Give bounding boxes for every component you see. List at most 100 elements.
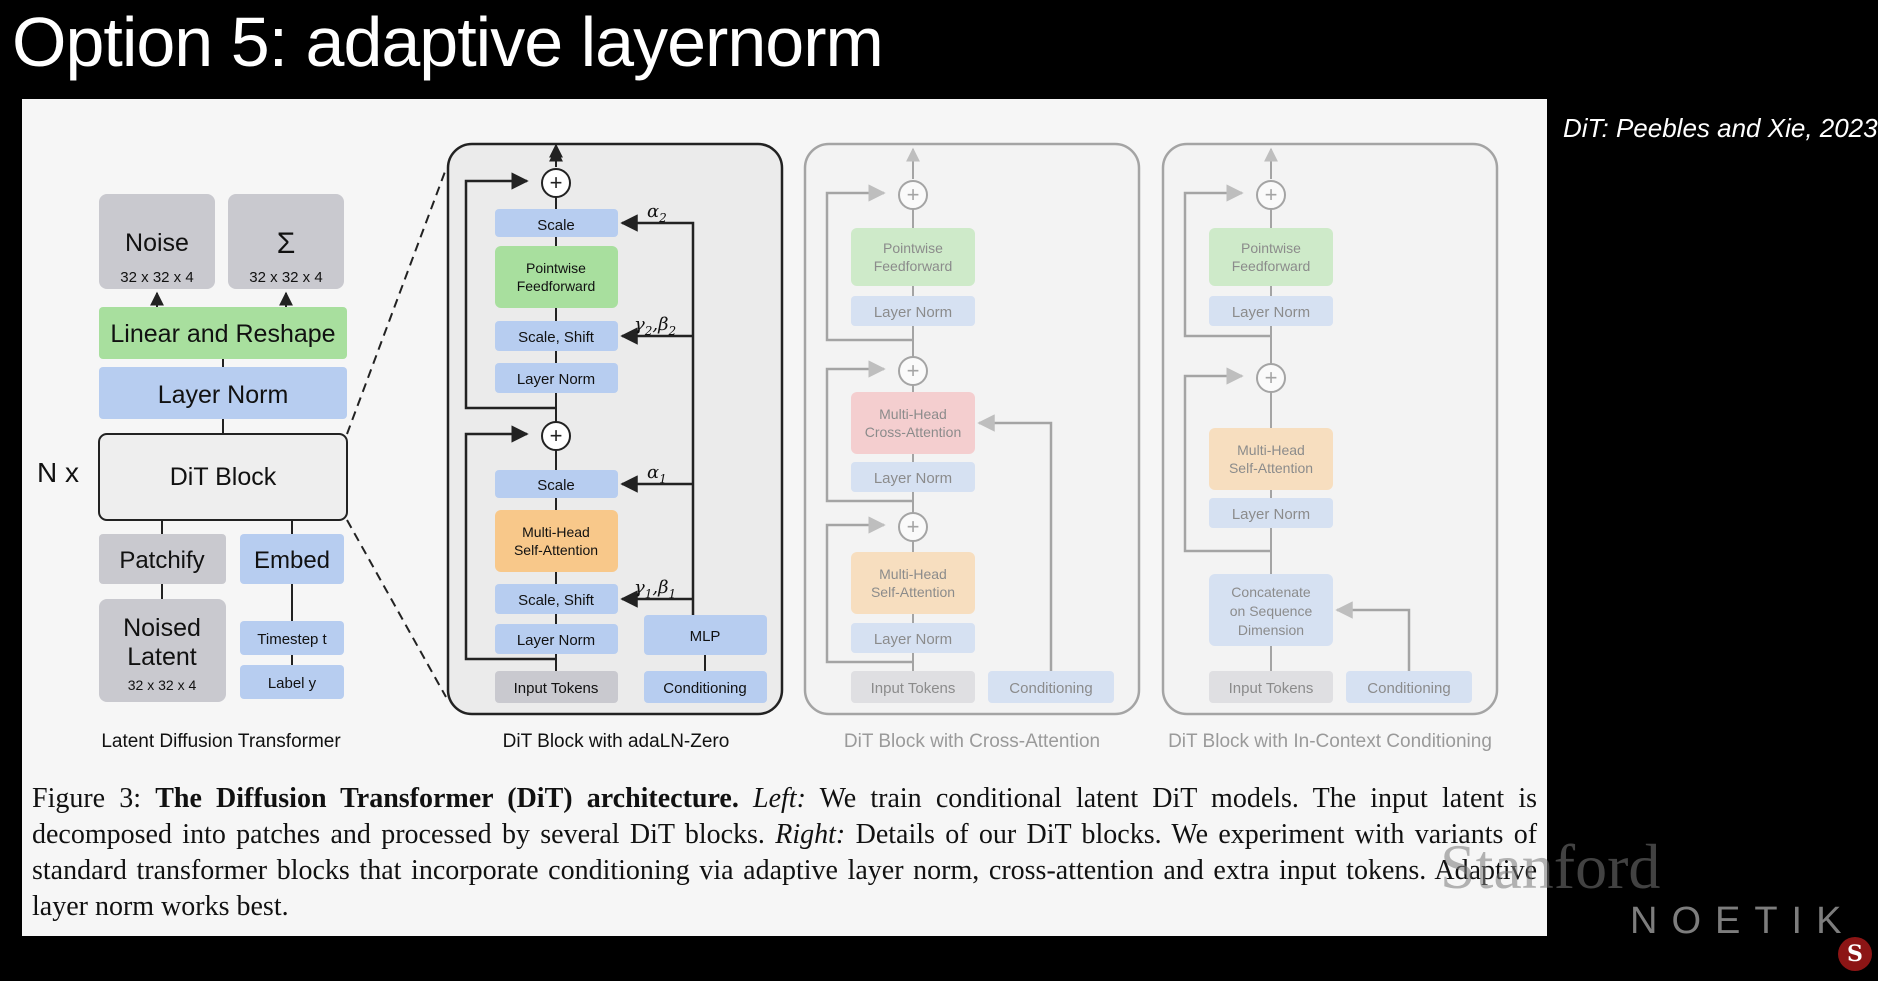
residual-arrow-1 xyxy=(464,425,556,661)
alpha1-symbol: α1 xyxy=(647,462,667,486)
residual-arrow-2 xyxy=(464,172,556,410)
ic-conditioning-box xyxy=(1346,671,1472,703)
caption-left: Left: xyxy=(753,783,806,814)
layer-norm-label: Layer Norm xyxy=(158,381,289,409)
input-tokens-label: Input Tokens xyxy=(514,680,599,697)
conditioning-box xyxy=(644,671,767,703)
svg-text:+: + xyxy=(907,514,920,539)
zoom-line-bottom xyxy=(346,519,447,698)
ic-concat-line1: Concatenate xyxy=(1231,584,1311,600)
cross-layer-norm1-box xyxy=(851,623,975,653)
ic-layer-norm2-box xyxy=(1209,296,1333,326)
ic-concat-line2: on Sequence xyxy=(1230,603,1313,619)
scale-shift2-box xyxy=(495,321,618,351)
cross-mhca-line1: Multi-Head xyxy=(879,406,947,422)
pointwise-ff-line1: Pointwise xyxy=(526,260,586,276)
scale1-box xyxy=(495,470,618,498)
noised-latent-box xyxy=(99,599,226,702)
layer-norm2-box xyxy=(495,363,618,393)
ic-pointwise-line2: Feedforward xyxy=(1232,258,1311,274)
svg-text:+: + xyxy=(550,423,563,448)
mlp-label: MLP xyxy=(690,628,721,645)
cross-pointwise-line1: Pointwise xyxy=(883,240,943,256)
block-in-context: + Pointwise Feedforward Layer Norm + Mul… xyxy=(1161,142,1499,716)
cross-mhsa-line2: Self-Attention xyxy=(871,584,955,600)
block-cross-attention: + Pointwise Feedforward Layer Norm + Mul… xyxy=(803,142,1141,716)
zoom-line-top xyxy=(346,168,447,435)
svg-text:+: + xyxy=(1265,182,1278,207)
stanford-logo-icon: S xyxy=(1838,937,1872,971)
noised-latent-dim: 32 x 32 x 4 xyxy=(128,677,197,693)
mhsa-box xyxy=(495,510,618,572)
pointwise-ff-line2: Feedforward xyxy=(517,278,596,294)
mlp-box xyxy=(644,615,767,655)
ic-pointwise-line1: Pointwise xyxy=(1241,240,1301,256)
dit-block-label: DiT Block xyxy=(170,463,277,491)
noise-dim: 32 x 32 x 4 xyxy=(120,269,193,286)
label-y-label: Label y xyxy=(268,675,317,692)
scale-shift1-label: Scale, Shift xyxy=(518,592,595,609)
nx-label: N x xyxy=(37,457,79,488)
noised-latent-line2: Latent xyxy=(127,643,197,671)
cross-caption: DiT Block with Cross-Attention xyxy=(844,731,1100,752)
linear-reshape-box xyxy=(99,307,347,359)
cross-pointwise-line2: Feedforward xyxy=(874,258,953,274)
caption-text1: We train conditional latent DiT models. … xyxy=(32,783,1538,850)
caption-fig: Figure 3: xyxy=(32,783,142,814)
figure: Noise 32 x 32 x 4 Σ 32 x 32 x 4 Linear a… xyxy=(22,99,1547,936)
cross-layer-norm3-box xyxy=(851,296,975,326)
cross-conditioning-label: Conditioning xyxy=(1009,680,1092,697)
cross-mhca-line2: Cross-Attention xyxy=(865,424,961,440)
cross-mhsa-line1: Multi-Head xyxy=(879,566,947,582)
embed-label: Embed xyxy=(254,547,330,574)
cross-mhsa-box xyxy=(851,552,975,614)
ic-mhsa-line2: Self-Attention xyxy=(1229,460,1313,476)
latent-diffusion-transformer: Noise 32 x 32 x 4 Σ 32 x 32 x 4 Linear a… xyxy=(37,194,348,752)
ic-mhsa-box xyxy=(1209,428,1333,490)
dit-block-box xyxy=(98,433,348,521)
ic-mhsa-line1: Multi-Head xyxy=(1237,442,1305,458)
sigma-dim: 32 x 32 x 4 xyxy=(249,269,322,286)
ic-input-tokens-box xyxy=(1209,671,1333,703)
svg-text:+: + xyxy=(907,182,920,207)
embed-box xyxy=(240,534,344,584)
layer-norm1-label: Layer Norm xyxy=(517,632,595,649)
svg-text:+: + xyxy=(1265,365,1278,390)
gamma2-beta2-symbol: γ2,β2 xyxy=(634,314,676,338)
ic-input-tokens-label: Input Tokens xyxy=(1229,680,1314,697)
timestep-box xyxy=(240,621,344,655)
slide-title: Option 5: adaptive layernorm xyxy=(12,3,884,81)
timestep-label: Timestep t xyxy=(257,631,327,648)
cross-layer-norm3-label: Layer Norm xyxy=(874,304,952,321)
label-y-box xyxy=(240,665,344,699)
alpha2-symbol: α2 xyxy=(647,201,667,225)
mhsa-line1: Multi-Head xyxy=(522,524,590,540)
cross-input-tokens-box xyxy=(851,671,975,703)
scale-shift2-label: Scale, Shift xyxy=(518,329,595,346)
ic-pointwise-box xyxy=(1209,228,1333,286)
cross-pointwise-box xyxy=(851,228,975,286)
adaln-caption: DiT Block with adaLN-Zero xyxy=(503,731,730,752)
patchify-box xyxy=(99,534,226,584)
cross-input-tokens-label: Input Tokens xyxy=(871,680,956,697)
sigma-label: Σ xyxy=(277,227,296,260)
ic-layer-norm1-label: Layer Norm xyxy=(1232,506,1310,523)
cross-mhca-box xyxy=(851,392,975,454)
svg-text:+: + xyxy=(907,358,920,383)
noetik-watermark: NOETIK xyxy=(1630,900,1856,942)
ic-layer-norm2-label: Layer Norm xyxy=(1232,304,1310,321)
layer-norm-box xyxy=(99,367,347,419)
left-caption: Latent Diffusion Transformer xyxy=(101,731,341,752)
scale1-label: Scale xyxy=(537,477,575,494)
caption-title: The Diffusion Transformer (DiT) architec… xyxy=(155,783,739,814)
cross-layer-norm2-label: Layer Norm xyxy=(874,470,952,487)
conditioning-label: Conditioning xyxy=(663,680,746,697)
ic-concat-box xyxy=(1209,574,1333,646)
incontext-caption: DiT Block with In-Context Conditioning xyxy=(1168,731,1492,752)
cross-layer-norm1-label: Layer Norm xyxy=(874,631,952,648)
noise-label: Noise xyxy=(125,229,189,257)
ic-layer-norm1-box xyxy=(1209,498,1333,528)
cross-layer-norm2-box xyxy=(851,462,975,492)
noise-box xyxy=(99,194,215,289)
sigma-box xyxy=(228,194,344,289)
